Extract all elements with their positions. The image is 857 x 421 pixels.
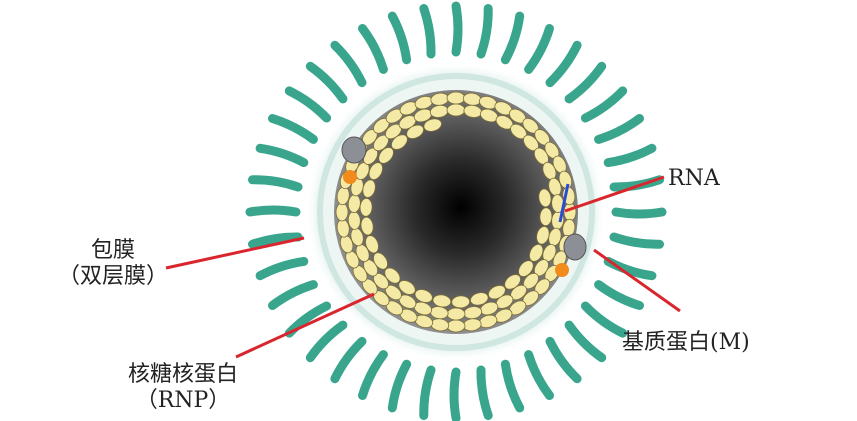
rnp-bead (365, 235, 379, 254)
label-rnp: 核糖核蛋白 （RNP） (128, 362, 238, 415)
leader-line-rnp (235, 292, 375, 359)
rnp-bead (391, 134, 408, 150)
rnp-bead (368, 162, 383, 180)
leader-line-envelope (165, 236, 305, 270)
envelope-spike (476, 365, 493, 420)
envelope-spikes (245, 1, 667, 421)
envelope-spike (500, 11, 525, 65)
envelope-spike (387, 359, 412, 413)
label-rnp-line1: 核糖核蛋白 (128, 362, 239, 387)
envelope-spike (268, 114, 318, 144)
label-rna: RNA (668, 166, 720, 191)
rnp-bead (335, 202, 349, 222)
label-matrix-protein: 基质蛋白(M) (622, 330, 750, 355)
matrix-protein-gray-right (563, 233, 587, 261)
rnp-bead (529, 244, 544, 262)
envelope-spike (284, 86, 332, 123)
rnp-bead (488, 285, 506, 300)
rnp-bead (470, 292, 489, 306)
rnp-bead (446, 91, 466, 105)
rnp-bead (359, 197, 373, 217)
rnp-bead (446, 103, 466, 117)
envelope-spike (330, 336, 367, 384)
envelope-spike (387, 11, 412, 65)
leader-line-rna (564, 175, 665, 213)
envelope-spike (500, 359, 525, 413)
rnp-bead (423, 118, 442, 132)
envelope-spike (358, 24, 388, 74)
rnp-bead (451, 295, 471, 309)
envelope-spike (449, 367, 461, 421)
envelope-spike (609, 232, 664, 249)
rnp-bead (432, 294, 452, 308)
envelope-spike (419, 4, 436, 59)
envelope-spike (594, 114, 644, 144)
rna-strand (558, 183, 570, 223)
rnp-bead (536, 226, 550, 245)
envelope-spike (580, 301, 628, 338)
rnp-bead (446, 319, 466, 333)
envelope-spike (419, 365, 436, 420)
envelope-spike (451, 1, 463, 57)
envelope-spike (611, 207, 667, 219)
envelope-spike (255, 256, 309, 281)
envelope-spike (268, 280, 318, 310)
envelope-spike (545, 40, 582, 88)
envelope-spike (545, 336, 582, 384)
envelope-spike (358, 350, 388, 400)
rnp-bead (384, 267, 401, 284)
envelope-spike (580, 86, 628, 123)
leader-line-matrix (593, 248, 681, 313)
envelope-spike (305, 320, 348, 363)
envelope-spike (248, 232, 303, 249)
rnp-bead (398, 280, 416, 295)
envelope-spike (603, 143, 657, 168)
envelope-spike (305, 61, 348, 104)
rnp-bead (360, 216, 374, 236)
rnp-bead (373, 252, 388, 270)
rnp-bead (406, 124, 424, 139)
envelope-spike (524, 24, 554, 74)
envelope-spike (248, 175, 303, 192)
envelope-spike (245, 205, 301, 217)
envelope-spike (255, 143, 309, 168)
envelope-spike (476, 4, 493, 59)
rnp-bead (539, 207, 553, 227)
envelope-spike (564, 61, 607, 104)
envelope-spike (330, 40, 367, 88)
matrix-protein-orange-right (555, 263, 569, 277)
rnp-bead (518, 260, 534, 277)
matrix-protein-gray-top (341, 136, 367, 164)
matrix-protein-orange-left (343, 170, 357, 184)
label-envelope-line2: （双层膜） (58, 264, 169, 290)
rnp-bead (504, 274, 521, 290)
rnp-bead (362, 179, 376, 198)
envelope-spike (524, 350, 554, 400)
label-rnp-line2: （RNP） (135, 388, 231, 414)
rnp-bead (446, 307, 466, 321)
rnp-bead (538, 188, 552, 208)
rnp-bead (414, 289, 433, 303)
envelope-spike (594, 280, 644, 310)
label-envelope-line1: 包膜 (91, 238, 136, 263)
label-envelope: 包膜 （双层膜） (58, 238, 168, 291)
rnp-bead (378, 147, 394, 164)
envelope-spike (564, 320, 607, 363)
